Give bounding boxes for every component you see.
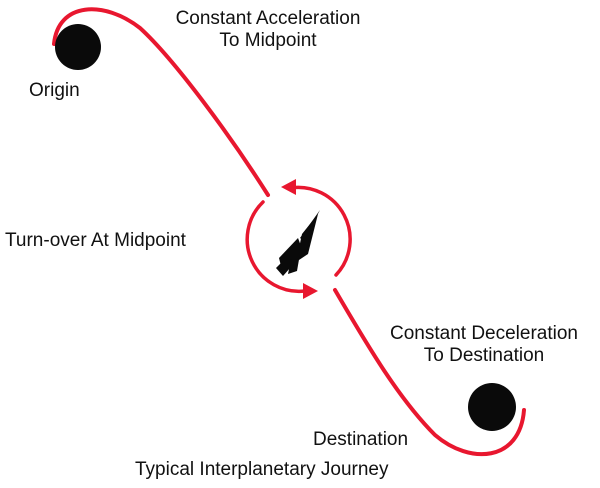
origin-planet-icon [55, 24, 101, 70]
deceleration-label-line2: To Destination [423, 345, 545, 366]
turnover-arc-lower [245, 200, 307, 294]
destination-planet-icon [468, 383, 516, 431]
rocket-icon [276, 210, 320, 276]
turnover-arc-upper [288, 185, 352, 277]
acceleration-path [52, 7, 270, 197]
turnover-arrow-top-icon [281, 179, 296, 195]
turnover-arrow-bottom-icon [303, 283, 318, 299]
deceleration-label-line1: Constant Deceleration [390, 323, 578, 344]
diagram-caption: Typical Interplanetary Journey [135, 459, 389, 480]
acceleration-label-line1: Constant Acceleration [175, 8, 361, 29]
deceleration-label: Constant Deceleration To Destination [370, 323, 598, 367]
turnover-label: Turn-over At Midpoint [5, 230, 186, 251]
deceleration-path [333, 288, 526, 457]
acceleration-label: Constant Acceleration To Midpoint [150, 8, 386, 52]
origin-label: Origin [29, 80, 80, 101]
acceleration-label-line2: To Midpoint [219, 30, 317, 51]
destination-label: Destination [313, 429, 409, 450]
